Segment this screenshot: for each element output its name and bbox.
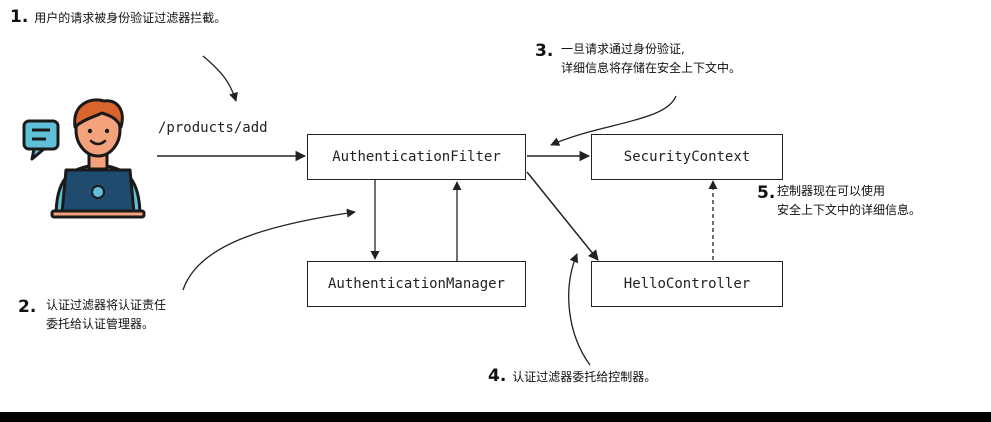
step-2-line-1: 认证过滤器将认证责任 — [46, 298, 167, 312]
step-5-number: 5. — [757, 183, 776, 203]
security-context-box: SecurityContext — [591, 134, 783, 180]
authentication-filter-box: AuthenticationFilter — [307, 134, 526, 180]
step-3-line-1: 一旦请求通过身份验证, — [561, 42, 685, 56]
step-3-line-2: 详细信息将存储在安全上下文中。 — [561, 61, 742, 75]
step-3-note: 3. 一旦请求通过身份验证, 详细信息将存储在安全上下文中。 — [535, 40, 741, 78]
bottom-bar — [0, 412, 991, 422]
chat-bubble-icon — [22, 119, 60, 161]
filter-to-controller-arrow — [526, 171, 599, 261]
callout-1-curve — [202, 55, 238, 102]
step-2-note: 2. 认证过滤器将认证责任 委托给认证管理器。 — [18, 296, 166, 334]
step-1-number: 1. — [10, 7, 29, 27]
step-3-number: 3. — [535, 41, 554, 61]
callout-3-curve — [550, 95, 677, 146]
step-5-line-2: 安全上下文中的详细信息。 — [777, 203, 922, 217]
callout-4-curve — [568, 253, 591, 366]
authentication-manager-box: AuthenticationManager — [307, 261, 526, 307]
step-4-number: 4. — [488, 366, 507, 386]
user-with-laptop-icon — [22, 98, 146, 219]
step-4-note: 4. 认证过滤器委托给控制器。 — [488, 367, 656, 387]
step-1-note: 1. 用户的请求被身份验证过滤器拦截。 — [10, 8, 226, 28]
step-5-line-1: 控制器现在可以使用 — [777, 184, 886, 198]
request-path-label: /products/add — [158, 120, 268, 136]
callout-2-curve — [182, 208, 356, 291]
step-4-text: 认证过滤器委托给控制器。 — [512, 370, 657, 384]
step-2-number: 2. — [18, 297, 37, 317]
hello-controller-box: HelloController — [591, 261, 783, 307]
step-5-note: 5. 控制器现在可以使用 安全上下文中的详细信息。 — [757, 182, 921, 220]
step-1-text: 用户的请求被身份验证过滤器拦截。 — [34, 11, 227, 25]
step-2-line-2: 委托给认证管理器。 — [46, 317, 155, 331]
